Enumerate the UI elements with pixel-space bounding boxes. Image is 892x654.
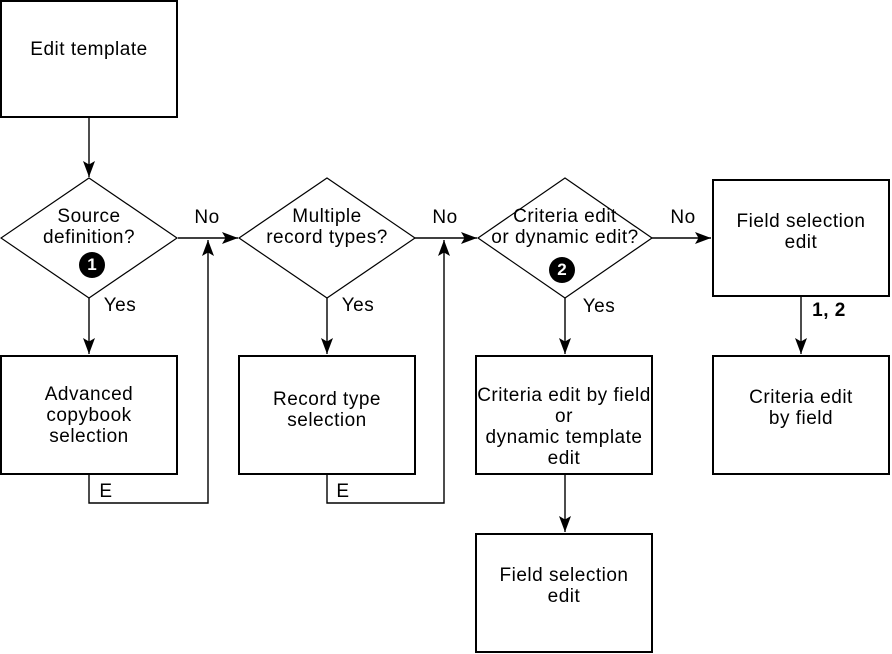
edge-label-no-criteria-or-dynamic: No bbox=[670, 207, 696, 228]
box-criteria-edit-or-dynamic-template-edit: Criteria edit by field or dynamic templa… bbox=[475, 355, 653, 475]
edge-label-exit-record-type: E bbox=[336, 481, 350, 502]
decision-source-definition-label: Source definition? bbox=[42, 206, 136, 248]
footnote-badge-1: 1 bbox=[79, 252, 105, 278]
box-field-selection-edit-top: Field selection edit bbox=[712, 179, 890, 297]
decision-multiple-record-types-shape bbox=[237, 177, 417, 299]
decision-source-definition-shape bbox=[0, 177, 179, 299]
decision-criteria-or-dynamic-label: Criteria edit or dynamic edit? bbox=[491, 206, 639, 248]
edge-label-no-source-definition: No bbox=[194, 207, 220, 228]
footnote-badge-2: 2 bbox=[549, 257, 575, 283]
box-record-type-selection: Record type selection bbox=[238, 355, 416, 475]
decision-multiple-record-types-label: Multiple record types? bbox=[266, 206, 388, 248]
edge-label-yes-multiple-record-types: Yes bbox=[341, 295, 375, 316]
box-advanced-copybook-selection: Advanced copybook selection bbox=[0, 355, 178, 475]
box-edit-template-label: Edit template bbox=[30, 39, 148, 60]
connector-record-type-exit-loop bbox=[326, 240, 450, 504]
decision-criteria-or-dynamic-shape bbox=[476, 177, 654, 299]
connector-advanced-copybook-exit-loop bbox=[88, 240, 214, 504]
box-criteria-edit-by-field: Criteria edit by field bbox=[712, 355, 890, 475]
edge-label-one-two: 1, 2 bbox=[812, 300, 846, 321]
box-field-selection-edit-bottom: Field selection edit bbox=[475, 533, 653, 653]
edge-label-yes-source-definition: Yes bbox=[103, 295, 137, 316]
edge-label-yes-criteria-or-dynamic: Yes bbox=[582, 296, 616, 317]
box-edit-template: Edit template bbox=[0, 0, 178, 118]
edge-label-exit-advanced-copybook: E bbox=[99, 481, 113, 502]
edge-label-no-multiple-record-types: No bbox=[432, 207, 458, 228]
